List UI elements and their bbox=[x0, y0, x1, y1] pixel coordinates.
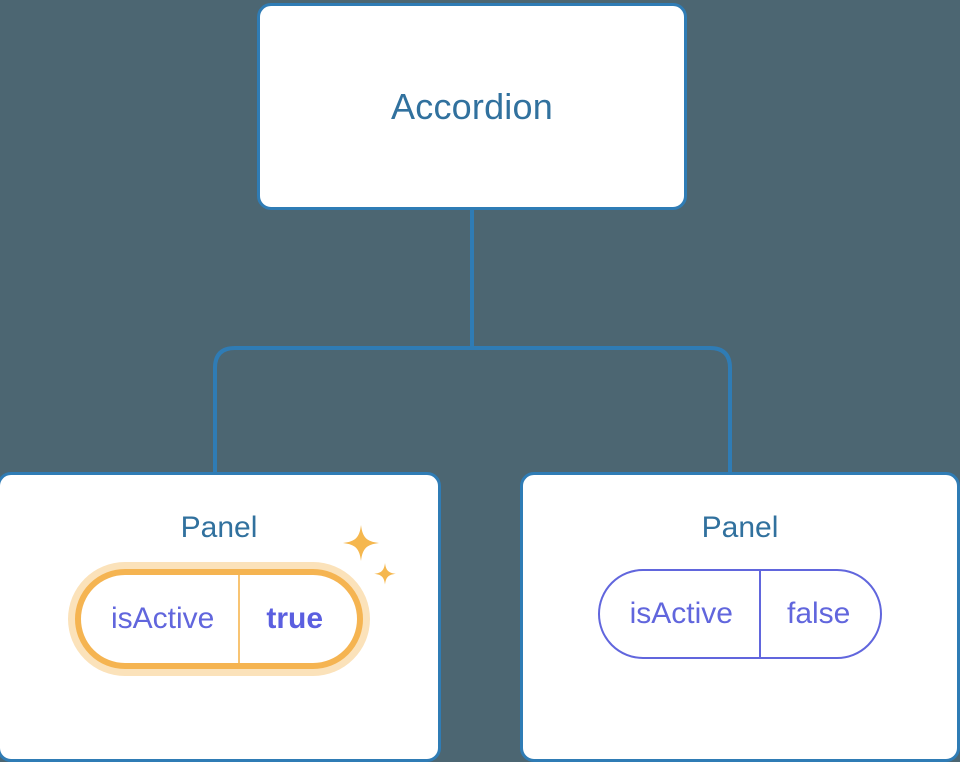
node-panel-active-title: Panel bbox=[180, 511, 258, 544]
node-panel-inactive-title: Panel bbox=[701, 511, 779, 544]
prop-chip-isactive-true[interactable]: isActive true bbox=[74, 569, 364, 669]
node-accordion[interactable]: Accordion bbox=[257, 3, 687, 210]
prop-chip-wrapper-active: isActive true bbox=[74, 525, 396, 669]
component-tree-diagram: Accordion Panel isActive true Panel isAc… bbox=[0, 3, 960, 762]
prop-key: isActive bbox=[110, 602, 215, 635]
node-panel-inactive[interactable]: Panel isActive false bbox=[520, 472, 960, 762]
prop-value: false bbox=[758, 571, 880, 657]
sparkle-icon-small bbox=[374, 563, 396, 585]
prop-chip-isactive-false[interactable]: isActive false bbox=[597, 569, 883, 659]
prop-value: true bbox=[238, 575, 357, 663]
sparkle-icon-large bbox=[343, 525, 380, 561]
node-accordion-title: Accordion bbox=[391, 85, 553, 127]
node-panel-active[interactable]: Panel isActive true bbox=[0, 472, 441, 762]
prop-chip-wrapper-inactive: isActive false bbox=[597, 569, 883, 659]
connector-branch-bar bbox=[213, 346, 732, 472]
prop-key: isActive bbox=[629, 597, 733, 630]
